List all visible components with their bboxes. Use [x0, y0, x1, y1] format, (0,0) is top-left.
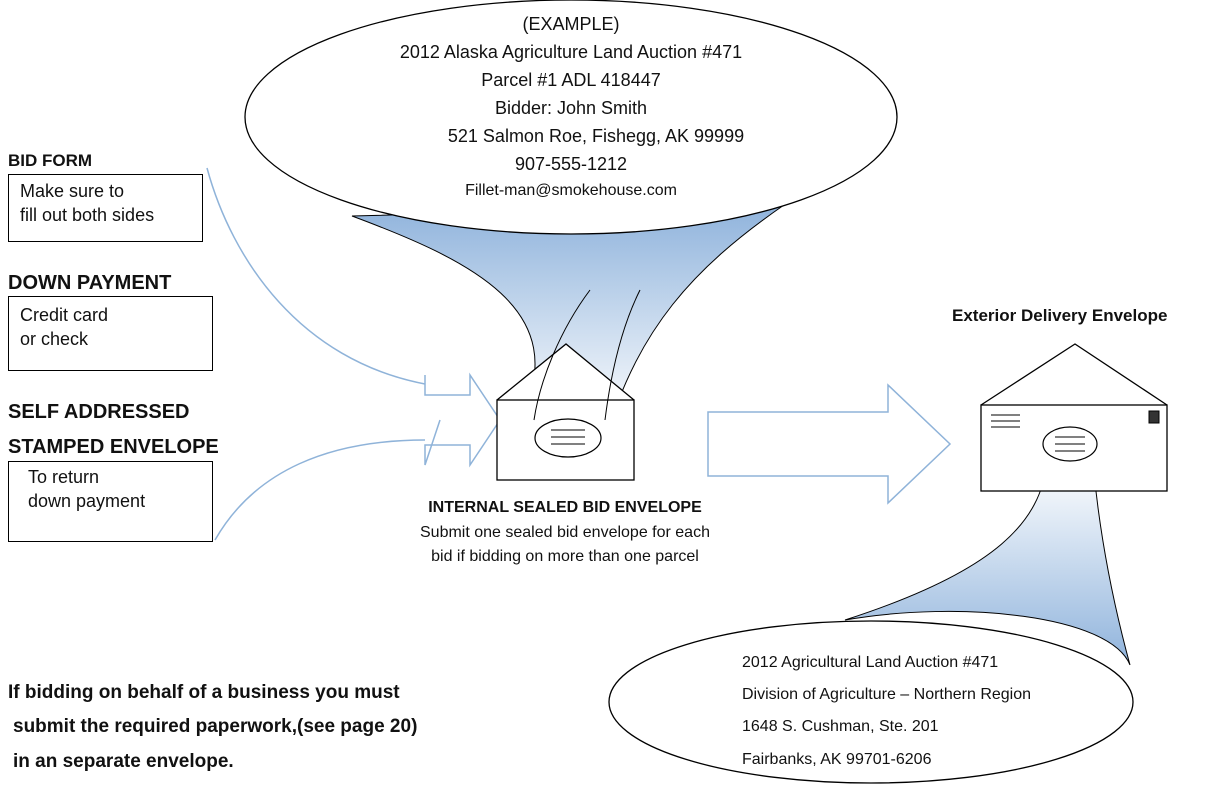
example-address-line4: Bidder: John Smith: [494, 98, 648, 118]
delivery-address-ellipse: [608, 620, 1134, 784]
bid-form-box: Make sure to fill out both sides: [8, 174, 203, 242]
internal-envelope-icon: [496, 289, 641, 481]
example-address-line6: 907-555-1212: [514, 154, 628, 174]
sase-heading-line1: SELF ADDRESSED: [8, 401, 190, 423]
delivery-address-line1: 2012 Agricultural Land Auction #471: [742, 654, 999, 671]
right-arrow: [707, 383, 952, 505]
exterior-envelope-icon: [980, 343, 1168, 492]
example-address-line3: Parcel #1 ADL 418447: [481, 70, 661, 90]
down-payment-heading: DOWN PAYMENT: [8, 272, 172, 294]
down-payment-line2: or check: [20, 329, 89, 349]
delivery-address-line4: Fairbanks, AK 99701-6206: [742, 751, 932, 768]
bid-form-connector: [206, 167, 426, 385]
bid-form-line1: Make sure to: [20, 181, 125, 201]
internal-envelope-line1: Submit one sealed bid envelope for each: [420, 524, 710, 541]
internal-envelope-heading: INTERNAL SEALED BID ENVELOPE: [428, 499, 702, 516]
example-address-ellipse: [244, 0, 898, 235]
down-payment-line1: Credit card: [20, 305, 109, 325]
delivery-address-line2: Division of Agriculture – Northern Regio…: [742, 686, 1032, 703]
bid-form-line2: fill out both sides: [20, 205, 155, 225]
sase-line2: down payment: [28, 491, 146, 511]
left-arrow: [424, 372, 501, 468]
example-address-line2: 2012 Alaska Agriculture Land Auction #47…: [399, 42, 743, 62]
internal-envelope-caption: INTERNAL SEALED BID ENVELOPE Submit one …: [405, 500, 725, 565]
sase-heading-line2: STAMPED ENVELOPE: [8, 436, 219, 458]
down-payment-box: Credit card or check: [8, 296, 213, 371]
sase-box: To return down payment: [8, 461, 213, 542]
example-address-line1: (EXAMPLE): [522, 14, 620, 34]
bid-form-heading: BID FORM: [8, 151, 93, 170]
example-address-line5: 521 Salmon Roe, Fishegg, AK 99999: [447, 126, 745, 146]
sase-line1: To return: [28, 467, 100, 487]
sase-connector: [214, 439, 426, 541]
business-note-line3: in an separate envelope.: [13, 751, 234, 772]
internal-envelope-line2: bid if bidding on more than one parcel: [431, 548, 699, 565]
business-note-line2: submit the required paperwork,(see page …: [13, 716, 418, 737]
example-address: (EXAMPLE) 2012 Alaska Agriculture Land A…: [331, 15, 811, 199]
exterior-envelope-heading: Exterior Delivery Envelope: [952, 306, 1168, 325]
example-address-line7: Fillet-man@smokehouse.com: [465, 182, 677, 199]
business-note-line1: If bidding on behalf of a business you m…: [8, 682, 400, 703]
bottom-funnel: [844, 462, 1131, 666]
delivery-address-line3: 1648 S. Cushman, Ste. 201: [742, 718, 939, 735]
